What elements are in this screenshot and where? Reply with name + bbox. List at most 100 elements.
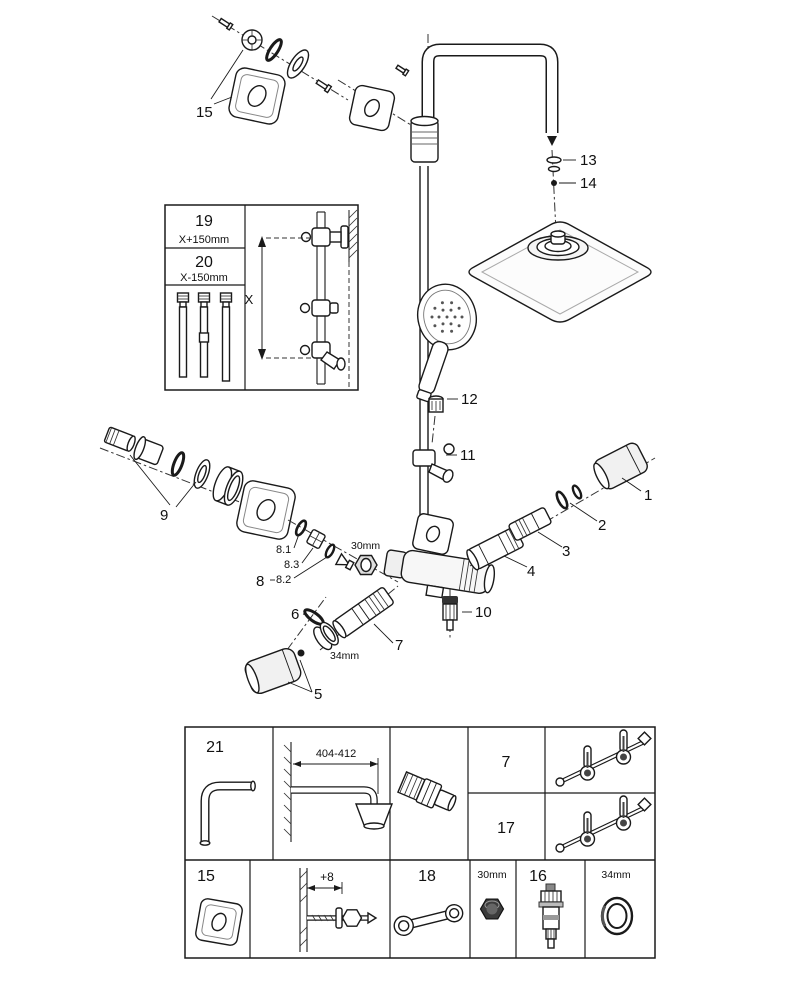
head-shower-group: 13 14 [468,149,652,323]
table-item-17-label: 17 [497,820,515,837]
check-valve-group: 8.1 8.3 8.2 8 [256,519,399,590]
table-cell-wall-anchor: +8 [299,868,378,952]
o-ring-top [265,38,283,62]
callout-2: 2 [598,517,606,534]
table-cell-16: 16 [529,868,564,949]
spring-clip [241,29,263,51]
o-ring [170,451,186,477]
valve-flange [412,513,454,555]
thermometer-sketch-bottom [556,796,651,852]
table-cell-34mm: 34mm [600,869,634,936]
table-nut-size-label: 30mm [477,869,506,881]
holder-bracket-bottom [299,341,346,371]
screw-dot [297,649,305,657]
shower-arm-group [337,34,559,163]
square-escutcheon [348,84,396,132]
slider-bracket-middle [299,299,339,317]
ring-2a [555,490,569,510]
inset-item-20-label: 20 [195,254,213,271]
callout-10: 10 [475,604,492,621]
x-dimension-label: X [245,292,254,307]
handle-1 [593,442,648,490]
table-item-21-label: 21 [206,739,224,756]
screw-small [218,17,234,31]
grip-cylinder-5 [244,647,302,695]
washers-13 [546,156,562,173]
ring-nut [212,466,244,506]
inset-item-19-label: 19 [195,213,213,230]
table-cell-shower-arm: 404-412 [283,742,394,842]
label-30mm: 30mm [351,540,380,552]
callout-15: 15 [196,104,213,121]
label-34mm: 34mm [330,650,359,662]
table-cell-18: 18 [393,868,464,937]
rail-mounting-illustration: X [245,209,358,388]
wrench-sketch [393,904,464,937]
callout-5: 5 [314,686,322,703]
table-cell-adapter [397,771,457,812]
table-cell-15: 15 [195,868,243,946]
table-cell-30mm: 30mm [477,869,507,920]
spacer-tubes [176,292,233,382]
table-item-16-label: 16 [529,868,547,885]
callout-14: 14 [580,175,597,192]
shutoff-valve-group: 10 [442,588,492,640]
flow-arrow [547,136,557,146]
callout-3: 3 [562,543,570,560]
inlet-knob [550,230,566,238]
anchor-depth-dim: +8 [320,870,334,884]
wall-bracket-top [300,225,349,249]
table-cell-21: 21 [199,739,256,846]
callout-12: 12 [461,391,478,408]
inset-item-19-dim: X+150mm [179,234,229,246]
wall-union [410,115,439,163]
spray-nozzles [430,301,464,333]
shower-rail [419,166,429,545]
callout-1: 1 [644,487,652,504]
washer [193,459,211,489]
callout-6: 6 [291,606,299,623]
callout-8-2: 8.2 [276,574,291,586]
callout-4: 4 [527,563,535,580]
table-item-18-label: 18 [418,868,436,885]
screw-14 [551,180,557,186]
table-ring-size-label: 34mm [601,869,630,881]
table-item-15-label: 15 [197,868,215,885]
callout-13: 13 [580,152,597,169]
hand-shower-group [416,283,477,403]
thermometer-sketch-top [556,730,651,786]
head-shower-plate [468,221,652,323]
callout-11: 11 [460,447,476,464]
o-ring-8-2 [324,543,336,559]
length-variants-inset: 19 X+150mm 20 X-150mm [164,204,359,391]
escutcheon-plate-top [228,67,286,125]
callout-9: 9 [160,507,168,524]
threaded-nipple [103,426,136,452]
flow-nut-group: 12 [428,391,478,445]
table-item-7-label: 7 [502,754,511,771]
threaded-connector-7 [332,587,394,639]
filter-insert [334,552,355,571]
rail-slider-group: 11 [412,443,476,483]
inlet-union-exploded-group: 9 [99,426,296,540]
valve-body [383,549,496,599]
ring-2b [571,484,583,500]
callout-7: 7 [395,637,403,654]
o-ring-8-1 [294,519,308,537]
wall-escutcheon-exploded-group: 15 [196,15,349,125]
x-dimension: X [245,236,314,360]
arm-length-dim: 404-412 [316,748,356,760]
threaded-adapter-3 [508,507,552,541]
small-screw [395,64,410,77]
screw-small-2 [315,78,333,94]
callout-8-3: 8.3 [284,559,299,571]
hex-nut-30mm: 30mm [351,540,380,576]
flange-disc [286,49,310,79]
ring-nut-34mm [313,621,339,651]
bottom-inlet-exploded-group: 5 6 7 34mm [244,585,403,703]
pipe-fitting-4 [466,526,524,571]
bushing [133,436,164,466]
callout-8-1: 8.1 [276,544,291,556]
